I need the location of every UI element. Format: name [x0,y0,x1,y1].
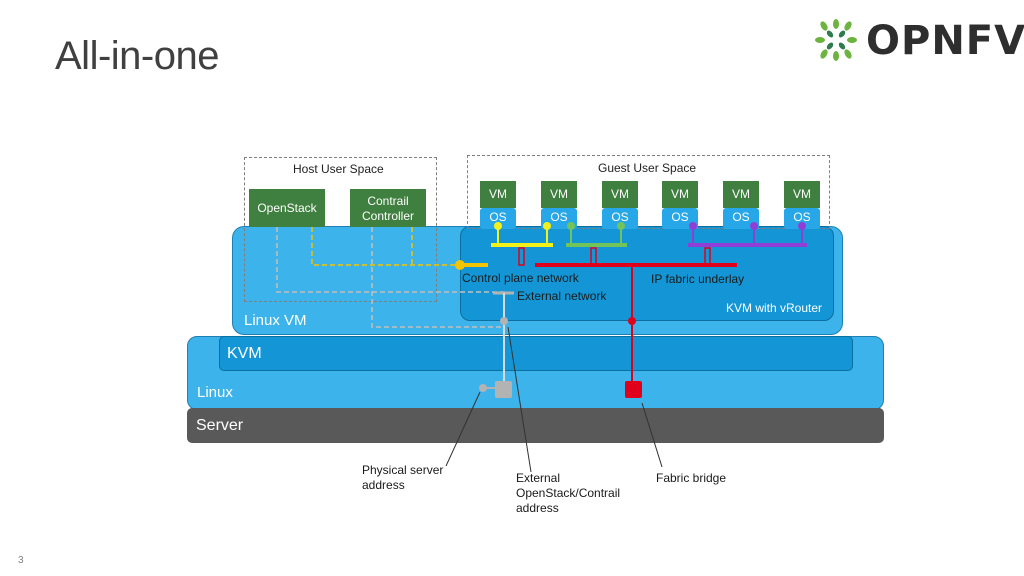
vm-port [798,222,806,230]
kvm-vrouter-layer [460,226,834,321]
vm-box: VM [602,181,638,208]
vm-port [617,222,625,230]
openstack-control-link [311,227,460,266]
physical-server-address-callout: Physical server address [362,463,444,492]
ip-fabric-label: IP fabric underlay [651,272,745,286]
external-address-leader [507,326,532,473]
vm-box: VM [480,181,516,208]
os-box: OS [723,208,759,229]
fabric-bridge-callout: Fabric bridge [656,471,727,485]
kvm-vrouter-label: KVM with vRouter [726,301,823,315]
vm-box: VM [541,181,577,208]
control-plane-node [455,260,465,270]
kvm-label: KVM [227,345,262,362]
contrail-external-link [371,227,505,328]
os-box: OS [784,208,820,229]
logo-text: OPNFV [866,18,1024,64]
fabric-port [628,317,636,325]
os-box: OS [480,208,516,229]
vm-port [543,222,551,230]
openstack-external-link [276,227,505,293]
server-label: Server [196,417,244,434]
guest-user-space-box [467,155,830,229]
vm-box: VM [784,181,820,208]
control-plane-label: Control plane network [462,271,579,285]
physical-address-leader [445,391,481,467]
vm-box: VM [723,181,759,208]
os-box: OS [662,208,698,229]
vm-port [689,222,697,230]
linux-label: Linux [197,384,233,401]
external-port [500,317,508,325]
host-user-space-label: Host User Space [293,162,384,176]
os-box: OS [602,208,638,229]
fabric-bridge-icon [625,381,642,398]
vm-box: VM [662,181,698,208]
server-layer: Server [187,408,884,443]
linux-vm-label: Linux VM [244,312,307,329]
page-number: 3 [18,555,24,566]
external-bridge-icon [495,381,512,398]
fabric-bridge-leader [641,402,663,468]
physical-address-port [479,384,487,392]
opnfv-leaf-logo-icon [815,19,857,61]
host-user-space-box [244,157,437,302]
external-openstack-address-callout: External OpenStack/Contrail address [516,471,621,515]
openstack-box: OpenStack [249,189,325,227]
contrail-controller-box: Contrail Controller [350,189,426,227]
vm-port [750,222,758,230]
kvm-layer [219,336,853,371]
vm-port [567,222,575,230]
page-title: All-in-one [55,34,219,78]
guest-user-space-label: Guest User Space [598,161,697,175]
vm-port [494,222,502,230]
external-network-label: External network [517,289,607,303]
